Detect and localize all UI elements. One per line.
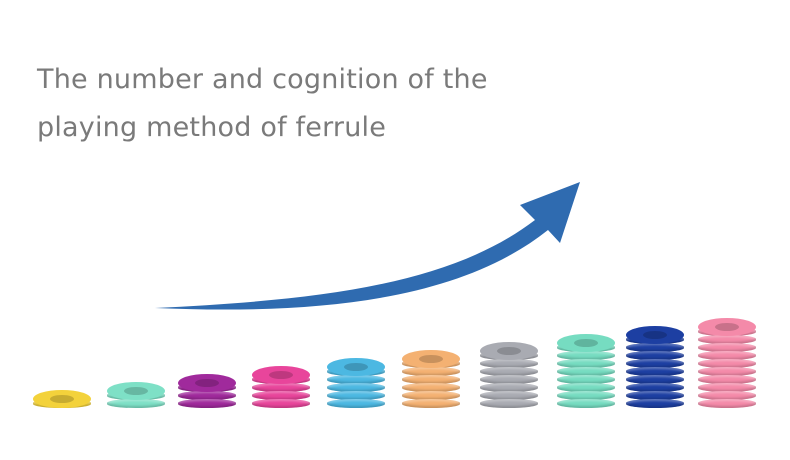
ferrule-top (178, 374, 236, 392)
ferrule-ring (327, 399, 385, 408)
ferrule-ring (327, 383, 385, 392)
ferrule-hole (50, 395, 74, 403)
ferrule-stack (252, 366, 310, 408)
ferrule-hole (195, 379, 219, 387)
ferrule-ring (626, 391, 684, 400)
title-line-1: The number and cognition of the (37, 64, 488, 95)
ferrule-hole (574, 339, 598, 347)
ferrule-ring (327, 375, 385, 384)
ferrule-top (480, 342, 538, 360)
ferrule-ring (480, 383, 538, 392)
ferrule-ring (557, 351, 615, 360)
ferrule-ring (402, 375, 460, 384)
ferrule-top (698, 318, 756, 336)
ferrule-hole (715, 323, 739, 331)
ferrule-stack (107, 382, 165, 408)
ferrule-ring (626, 399, 684, 408)
ferrule-top (402, 350, 460, 368)
ferrule-ring (480, 359, 538, 368)
ferrule-hole (497, 347, 521, 355)
ferrule-ring (402, 383, 460, 392)
ferrule-ring (698, 391, 756, 400)
ferrule-ring (557, 383, 615, 392)
ferrule-ring (480, 391, 538, 400)
ferrule-ring (698, 343, 756, 352)
ferrule-top (626, 326, 684, 344)
title-line-2: playing method of ferrule (37, 112, 387, 143)
ferrule-stack (557, 334, 615, 408)
ferrule-ring (626, 351, 684, 360)
ferrule-ring (252, 383, 310, 392)
ferrule-top (327, 358, 385, 376)
ferrule-ring (557, 391, 615, 400)
ferrule-ring (557, 367, 615, 376)
ferrule-ring (626, 343, 684, 352)
ferrule-ring (698, 351, 756, 360)
ferrule-ring (107, 399, 165, 408)
ferrule-ring (698, 367, 756, 376)
ferrule-stack (480, 342, 538, 408)
ferrule-top (252, 366, 310, 384)
ferrule-ring (698, 335, 756, 344)
ferrule-ring (557, 359, 615, 368)
ferrule-ring (327, 391, 385, 400)
ferrule-ring (178, 391, 236, 400)
ferrule-stack (33, 390, 91, 408)
ferrule-ring (626, 383, 684, 392)
ferrule-ring (698, 383, 756, 392)
ferrule-hole (269, 371, 293, 379)
ferrule-ring (698, 359, 756, 368)
ferrule-stack (402, 350, 460, 408)
ferrule-top (33, 390, 91, 408)
ferrule-ring (402, 367, 460, 376)
ferrule-hole (124, 387, 148, 395)
ferrule-stack (698, 318, 756, 408)
ferrule-stack (327, 358, 385, 408)
ferrule-ring (402, 399, 460, 408)
ferrule-top (107, 382, 165, 400)
ferrule-ring (557, 399, 615, 408)
ferrule-ring (252, 391, 310, 400)
ferrule-hole (419, 355, 443, 363)
ferrule-ring (698, 375, 756, 384)
ferrule-ring (626, 367, 684, 376)
ferrule-stack (626, 326, 684, 408)
ferrule-top (557, 334, 615, 352)
ferrule-ring (698, 399, 756, 408)
ferrule-ring (402, 391, 460, 400)
ferrule-ring (480, 367, 538, 376)
ferrule-ring (178, 399, 236, 408)
ferrule-hole (643, 331, 667, 339)
ferrule-ring (480, 375, 538, 384)
ferrule-ring (252, 399, 310, 408)
ferrule-ring (480, 399, 538, 408)
ferrule-ring (626, 375, 684, 384)
ferrule-stack (178, 374, 236, 408)
ferrule-ring (557, 375, 615, 384)
ferrule-hole (344, 363, 368, 371)
ferrule-ring (626, 359, 684, 368)
